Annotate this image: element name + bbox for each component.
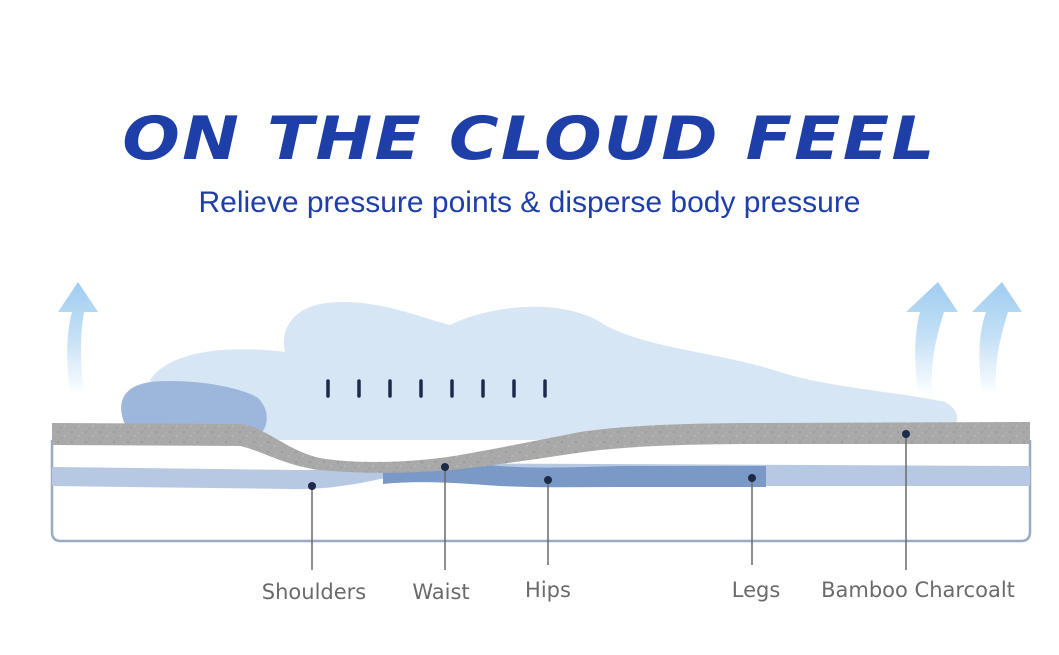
subheadline: Relieve pressure points & disperse body … [198, 186, 861, 219]
headline: ON THE CLOUD FEEL [122, 104, 937, 174]
pointer-dot-hips [544, 476, 552, 484]
support-layer-dark [383, 463, 766, 488]
label-hips: Hips [525, 578, 571, 602]
body-silhouette [150, 301, 958, 448]
pillow [121, 380, 267, 432]
label-bamboo-charcoal: Bamboo Charcoalt [821, 578, 1015, 602]
pointer-dot-waist [441, 463, 449, 471]
label-legs: Legs [731, 578, 781, 602]
airflow-arrow-icon [972, 282, 1022, 395]
label-shoulders: Shoulders [261, 580, 367, 604]
airflow-arrow-icon [906, 282, 958, 395]
bamboo-charcoal-foam-layer [52, 422, 1030, 473]
airflow-arrow-icon [58, 282, 98, 395]
label-waist: Waist [412, 580, 470, 604]
pointer-dot-bamboo-charcoal [902, 430, 910, 438]
pointer-dot-legs [748, 474, 756, 482]
pointer-dot-shoulders [308, 482, 316, 490]
pressure-marker-icon [326, 379, 547, 398]
